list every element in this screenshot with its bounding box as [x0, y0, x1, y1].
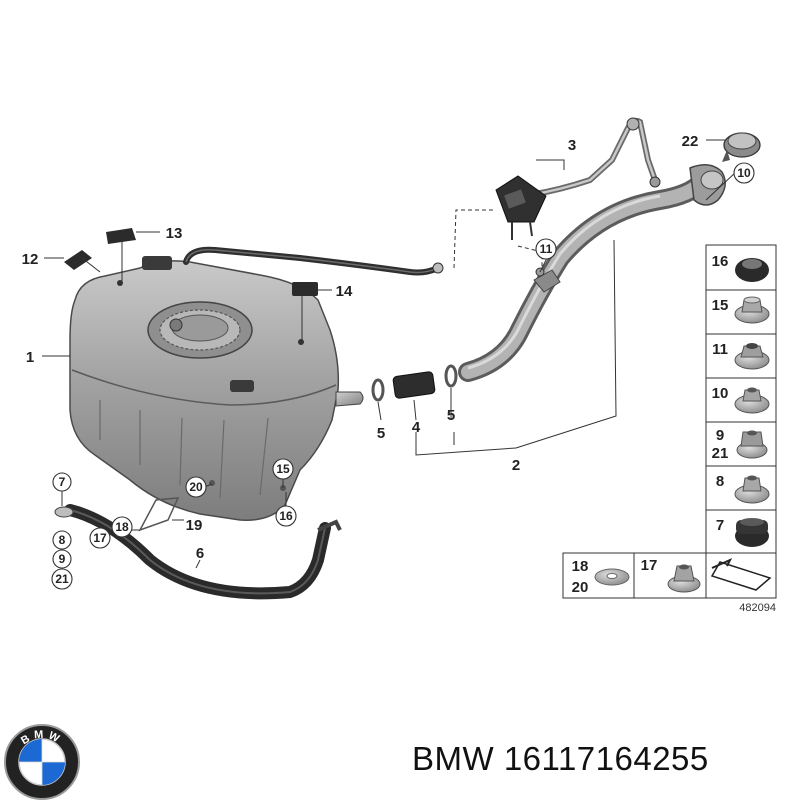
washer-18-icon [594, 568, 630, 586]
callout-1: 1 [26, 349, 34, 366]
nut-8-icon [734, 475, 770, 504]
legend-row-7: 7 [716, 517, 724, 534]
assembly-arrow-icon [710, 557, 772, 591]
part-caption: BMW 16117164255 [412, 740, 709, 778]
nut-15-icon [734, 296, 770, 324]
pad-12 [64, 250, 92, 270]
pad-14 [292, 282, 318, 296]
nut-9-icon [736, 430, 768, 459]
connecting-hose [392, 371, 436, 399]
callout-11: 11 [540, 242, 553, 256]
legend-20: 20 [572, 579, 589, 596]
callout-16: 16 [279, 509, 293, 523]
legend-17: 17 [641, 557, 658, 574]
callout-8: 8 [59, 533, 66, 547]
callout-21: 21 [55, 572, 69, 586]
legend-row-10: 10 [712, 385, 729, 402]
hose-clamp-right [444, 364, 458, 388]
callout-2: 2 [512, 457, 520, 474]
nut-17-icon [667, 564, 701, 593]
leader-lines [42, 139, 737, 569]
callouts: 1 2 3 4 5 5 6 12 13 14 19 22 7 8 9 21 10… [22, 133, 755, 590]
pad-13 [106, 228, 136, 244]
nut-11-icon [734, 343, 770, 370]
legend-row-15: 15 [712, 297, 729, 314]
diagram-ref-code: 482094 [739, 602, 776, 614]
fuel-tank [69, 256, 364, 521]
legend-row-11: 11 [712, 341, 728, 358]
legend-row-21: 21 [712, 445, 729, 462]
callout-7: 7 [59, 475, 66, 489]
callout-5-left: 5 [377, 425, 385, 442]
callout-4: 4 [412, 419, 421, 436]
fuel-cap [722, 132, 761, 162]
grommet-16-icon [735, 258, 769, 282]
callout-3: 3 [568, 137, 576, 154]
callout-15: 15 [276, 462, 290, 476]
bmw-logo: BMW [4, 724, 80, 800]
callout-9: 9 [59, 552, 66, 566]
callout-18: 18 [115, 520, 129, 534]
callout-13: 13 [166, 225, 183, 242]
callout-5-right: 5 [447, 407, 455, 424]
brand-name: BMW [412, 740, 495, 777]
callout-14: 14 [336, 283, 353, 300]
callout-19: 19 [186, 517, 203, 534]
callout-10: 10 [737, 166, 751, 180]
callout-17: 17 [93, 531, 107, 545]
legend-row-16: 16 [712, 253, 729, 270]
parts-legend: 16 15 11 10 9 21 8 7 18 20 17 482094 [562, 244, 777, 614]
callout-12: 12 [22, 251, 39, 268]
grommet-7-icon [735, 518, 769, 547]
hose-clamp-left [371, 378, 385, 402]
legend-18: 18 [572, 558, 589, 575]
callout-22: 22 [682, 133, 699, 150]
part-number: 16117164255 [503, 740, 709, 777]
callout-20: 20 [189, 480, 203, 494]
legend-row-9: 9 [716, 427, 724, 444]
vent-line [527, 117, 658, 198]
nut-10-icon [734, 387, 770, 414]
callout-6: 6 [196, 545, 204, 562]
legend-row-8: 8 [716, 473, 724, 490]
